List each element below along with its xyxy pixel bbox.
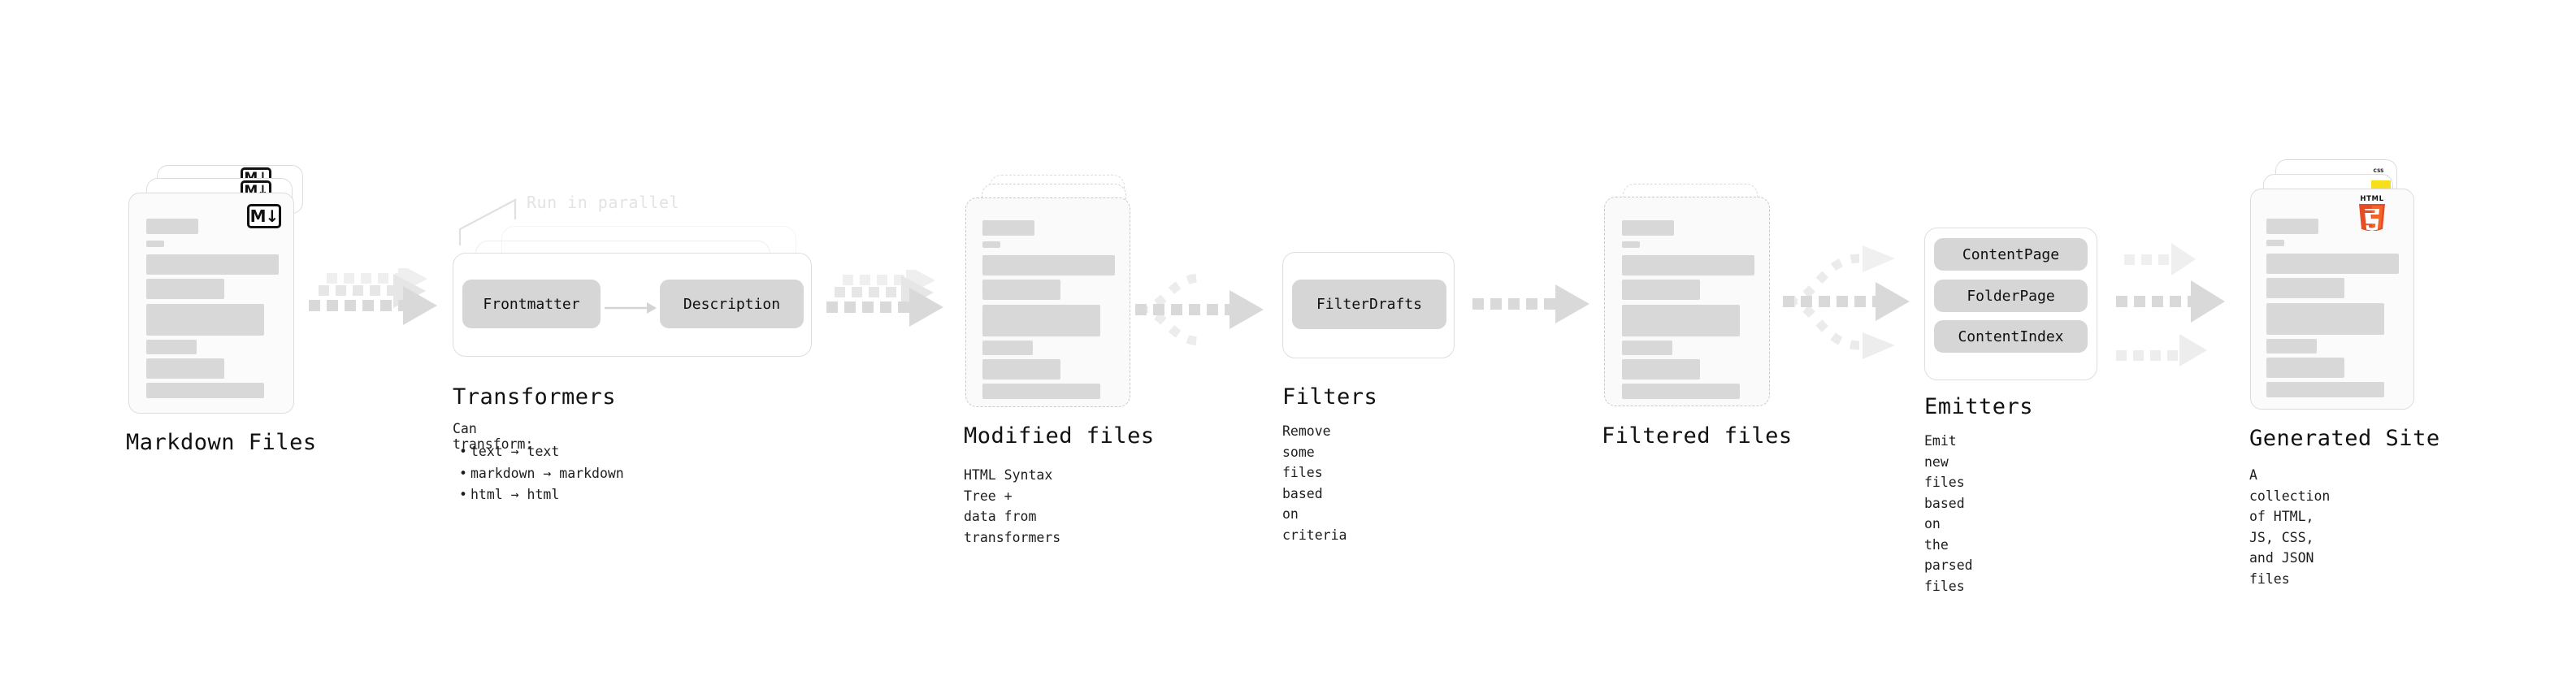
arrow-transformers-to-modified	[825, 265, 961, 348]
doc-bar	[982, 220, 1034, 236]
doc-bar	[1622, 305, 1740, 336]
doc-bar	[1622, 384, 1740, 399]
filtered-files-title: Filtered files	[1602, 423, 1793, 449]
doc-bar	[2266, 358, 2344, 378]
generated-site-title: Generated Site	[2249, 426, 2440, 451]
doc-bar	[2266, 254, 2399, 274]
doc-bar	[146, 219, 198, 234]
svg-text:HTML: HTML	[2360, 195, 2383, 203]
doc-bar	[982, 384, 1100, 399]
transformers-title: Transformers	[453, 384, 617, 410]
bullet-item: text → text	[457, 441, 624, 463]
doc-bar	[1622, 359, 1700, 380]
site-card-front	[2250, 189, 2414, 410]
doc-bar	[2266, 303, 2384, 335]
doc-bar	[982, 255, 1115, 275]
doc-bar	[2266, 219, 2318, 234]
doc-bar	[146, 254, 279, 275]
doc-bar	[1622, 255, 1754, 275]
run-in-parallel-label: Run in parallel	[527, 193, 680, 212]
doc-bar	[146, 304, 264, 336]
doc-bar	[2266, 382, 2384, 397]
doc-bar	[982, 305, 1100, 336]
html5-icon: HTML	[2355, 193, 2389, 232]
bullet-item: markdown → markdown	[457, 463, 624, 485]
arrow-filtered-to-emitters	[1776, 232, 1936, 370]
transformer-item-description[interactable]: Description	[660, 280, 804, 328]
doc-bar	[2266, 339, 2317, 354]
doc-bar	[1622, 241, 1640, 248]
doc-bar	[1622, 340, 1672, 355]
filters-title: Filters	[1282, 384, 1378, 410]
transformers-bullet-list: text → text markdown → markdown html → h…	[457, 441, 624, 506]
doc-bar	[1622, 220, 1674, 236]
markdown-files-title: Markdown Files	[126, 430, 317, 455]
arrow-filters-to-filtered	[1471, 284, 1601, 333]
filtered-card-front	[1604, 197, 1770, 406]
doc-bar	[982, 340, 1033, 355]
emitter-item-folderpage[interactable]: FolderPage	[1934, 280, 2088, 312]
bullet-item: html → html	[457, 484, 624, 506]
emitter-item-contentpage[interactable]: ContentPage	[1934, 238, 2088, 271]
doc-bar	[982, 359, 1060, 380]
arrow-modified-to-filters	[1134, 267, 1288, 353]
doc-bar	[146, 241, 164, 247]
transformer-inner-arrow	[605, 302, 657, 314]
doc-bar	[982, 241, 1000, 248]
modified-files-desc: HTML Syntax Tree + data from transformer…	[964, 467, 1061, 545]
transformer-item-frontmatter[interactable]: Frontmatter	[462, 280, 601, 328]
emitter-item-contentindex[interactable]: ContentIndex	[1934, 320, 2088, 353]
generated-site-desc: A collection of HTML, JS, CSS, and JSON …	[2249, 467, 2331, 587]
markdown-card-front	[128, 193, 294, 414]
modified-files-title: Modified files	[964, 423, 1155, 449]
emitters-title: Emitters	[1924, 394, 2034, 419]
run-in-parallel-bracket	[458, 198, 517, 245]
doc-bar	[146, 340, 197, 354]
doc-bar	[146, 383, 264, 398]
modified-card-front	[965, 197, 1130, 407]
emitters-desc: Emit new files based on the parsed files	[1924, 433, 1973, 594]
filter-item-filterdrafts[interactable]: FilterDrafts	[1292, 280, 1446, 329]
markdown-badge: M↓	[247, 204, 281, 228]
doc-bar	[146, 279, 224, 299]
doc-bar	[1622, 280, 1700, 300]
doc-bar	[2266, 240, 2284, 246]
css-badge-label: CSS	[2373, 168, 2384, 174]
filters-desc: Remove some files based on criteria	[1282, 423, 1347, 543]
doc-bar	[146, 358, 224, 379]
doc-bar	[2266, 278, 2344, 298]
arrow-emitters-to-site	[2113, 232, 2251, 370]
arrow-markdown-to-transformers	[307, 263, 445, 349]
doc-bar	[982, 280, 1060, 300]
